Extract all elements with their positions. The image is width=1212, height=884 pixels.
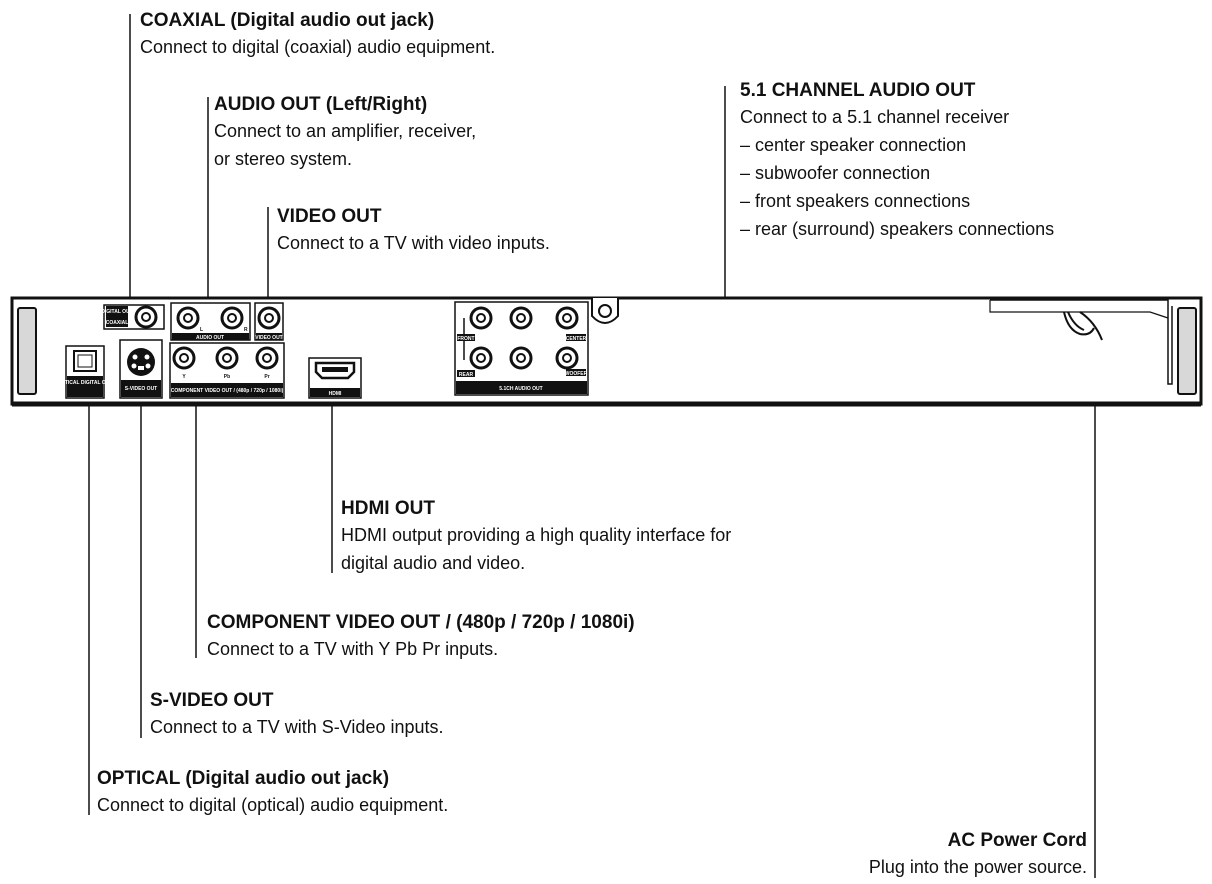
svideo-label: S-VIDEO OUT	[125, 386, 158, 392]
optical-title: OPTICAL (Digital audio out jack)	[97, 768, 390, 789]
svideo-desc: Connect to a TV with S-Video inputs.	[150, 717, 444, 737]
coaxial-label: COAXIAL	[106, 320, 129, 326]
audio-r-label: R	[244, 327, 248, 333]
audio-out-desc-2: or stereo system.	[214, 149, 353, 169]
audio-l-label: L	[200, 327, 203, 333]
hdmi-title: HDMI OUT	[341, 498, 435, 519]
component-label: COMPONENT VIDEO OUT / (480p / 720p / 108…	[171, 388, 284, 394]
audio-out-jacks[interactable]: L R AUDIO OUT	[170, 302, 251, 341]
callout-ac-power: AC Power Cord Plug into the power source…	[869, 829, 1087, 881]
video-out-title: VIDEO OUT	[277, 206, 382, 227]
coaxial-jack[interactable]: DIGITAL OUT COAXIAL	[101, 304, 165, 330]
power-cord	[1063, 311, 1103, 341]
ch51-desc-4: – front speakers connections	[740, 191, 971, 211]
comp-pb-label: Pb	[224, 374, 230, 380]
ch51-label: 5.1CH AUDIO OUT	[499, 386, 542, 392]
audio-out-title: AUDIO OUT (Left/Right)	[214, 94, 428, 115]
component-video-jacks[interactable]: Y Pb Pr COMPONENT VIDEO OUT / (480p / 72…	[169, 342, 285, 399]
optical-label: OPTICAL DIGITAL OUT	[58, 380, 113, 386]
ch51-title: 5.1 CHANNEL AUDIO OUT	[740, 80, 976, 101]
comp-pr-label: Pr	[264, 374, 269, 380]
coaxial-title: COAXIAL (Digital audio out jack)	[140, 10, 435, 31]
callout-coaxial: COAXIAL (Digital audio out jack) Connect…	[140, 9, 495, 61]
callout-51ch: 5.1 CHANNEL AUDIO OUT Connect to a 5.1 c…	[740, 79, 1054, 243]
callout-svideo: S-VIDEO OUT Connect to a TV with S-Video…	[150, 689, 444, 741]
callout-optical: OPTICAL (Digital audio out jack) Connect…	[97, 767, 448, 819]
component-desc: Connect to a TV with Y Pb Pr inputs.	[207, 639, 499, 659]
hdmi-port[interactable]: HDMI	[308, 357, 362, 399]
audio-out-label: AUDIO OUT	[196, 335, 224, 341]
ch51-desc-3: – subwoofer connection	[740, 163, 931, 183]
center-label: CENTER	[566, 336, 587, 342]
ac-power-title: AC Power Cord	[947, 830, 1087, 851]
video-out-jack[interactable]: VIDEO OUT	[254, 302, 284, 341]
ch51-desc-2: – center speaker connection	[740, 135, 967, 155]
hdmi-label: HDMI	[329, 391, 342, 397]
rear-label: REAR	[459, 372, 474, 378]
callout-video-out: VIDEO OUT Connect to a TV with video inp…	[277, 205, 550, 257]
component-title: COMPONENT VIDEO OUT / (480p / 720p / 108…	[207, 612, 635, 633]
woofer-label: WOOFER	[565, 371, 588, 377]
video-out-desc: Connect to a TV with video inputs.	[277, 233, 550, 253]
svideo-jack[interactable]: S-VIDEO OUT	[119, 339, 163, 399]
ch51-desc-1: Connect to a 5.1 channel receiver	[740, 107, 1010, 127]
comp-y-label: Y	[182, 374, 186, 380]
coaxial-desc: Connect to digital (coaxial) audio equip…	[140, 37, 496, 57]
callout-component: COMPONENT VIDEO OUT / (480p / 720p / 108…	[207, 611, 635, 663]
ch51-desc-5: – rear (surround) speakers connections	[740, 219, 1055, 239]
optical-jack[interactable]: OPTICAL DIGITAL OUT	[58, 345, 113, 399]
video-out-label: VIDEO OUT	[255, 335, 283, 341]
callout-hdmi: HDMI OUT HDMI output providing a high qu…	[341, 497, 731, 577]
callout-audio-out: AUDIO OUT (Left/Right) Connect to an amp…	[214, 93, 476, 173]
ac-power-desc: Plug into the power source.	[868, 857, 1087, 877]
svideo-title: S-VIDEO OUT	[150, 690, 274, 711]
front-label: FRONT	[457, 336, 474, 342]
hdmi-desc-2: digital audio and video.	[341, 553, 526, 573]
optical-desc: Connect to digital (optical) audio equip…	[97, 795, 449, 815]
leader-lines	[88, 14, 1096, 878]
audio-out-desc-1: Connect to an amplifier, receiver,	[214, 121, 477, 141]
digital-out-label: DIGITAL OUT	[101, 309, 132, 315]
hdmi-desc-1: HDMI output providing a high quality int…	[341, 525, 732, 545]
ch51-audio-jacks[interactable]: FRONT REAR CENTER WOOFER 5.1CH AUDIO OUT	[454, 301, 589, 396]
